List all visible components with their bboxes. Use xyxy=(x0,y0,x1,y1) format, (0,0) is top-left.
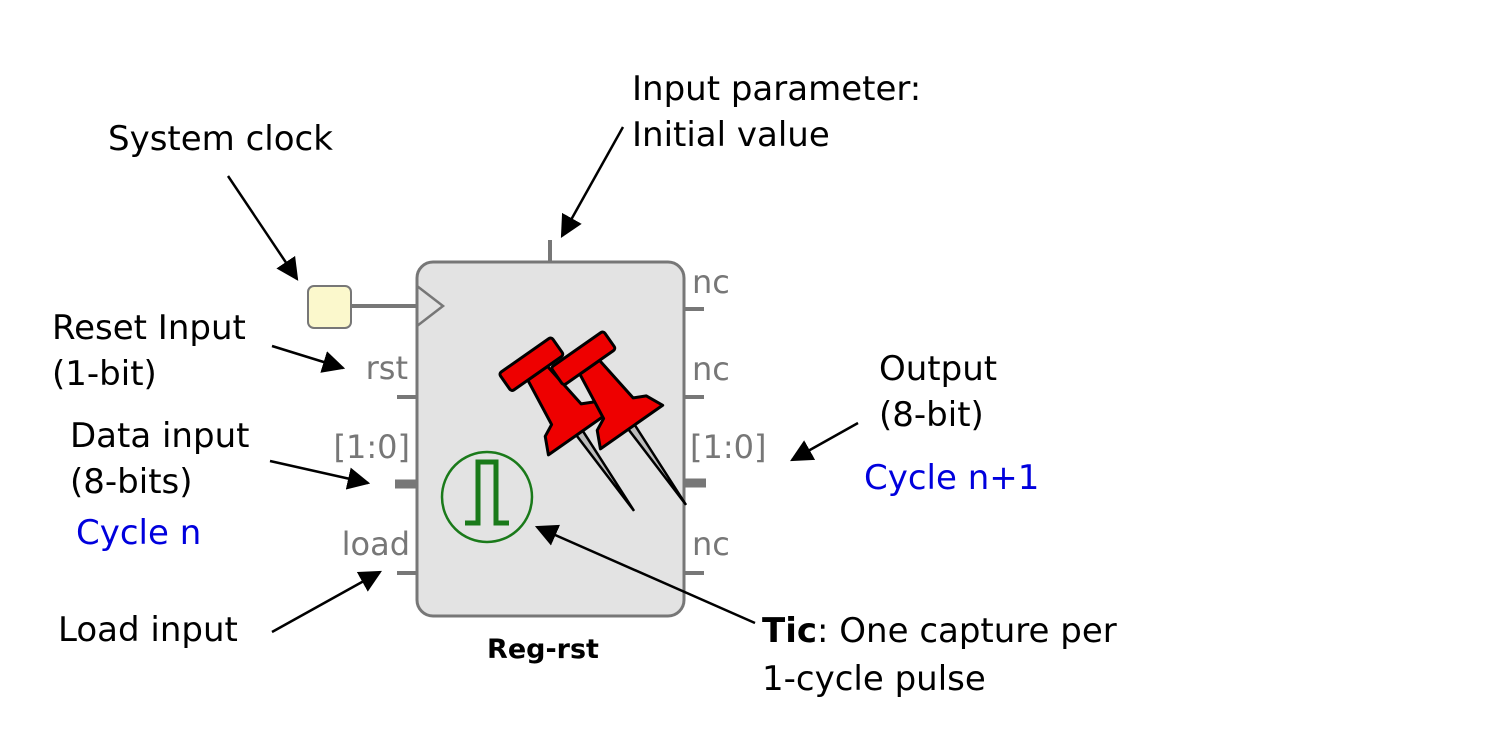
port-label-nc-3: nc xyxy=(692,525,730,563)
label-cycle-n-plus-1: Cycle n+1 xyxy=(864,458,1039,498)
port-label-data-out: [1:0] xyxy=(690,428,766,466)
pulse-icon xyxy=(440,450,534,544)
label-data-input: Data input xyxy=(70,416,249,456)
port-label-nc-2: nc xyxy=(692,350,730,388)
port-label-data-in: [1:0] xyxy=(334,428,410,466)
label-input-parameter: Input parameter: xyxy=(632,69,921,109)
label-initial-value: Initial value xyxy=(632,115,830,155)
label-tic-rest: : One capture per xyxy=(817,611,1117,651)
clock-input-triangle-icon xyxy=(416,285,446,327)
label-tic-line2: 1-cycle pulse xyxy=(762,659,986,699)
arrow-system-clock xyxy=(226,175,299,281)
label-tic-bold: Tic xyxy=(762,611,817,651)
arrow-tic xyxy=(534,524,756,625)
label-system-clock: System clock xyxy=(108,119,333,159)
label-reset-width: (1-bit) xyxy=(52,354,157,394)
arrow-input-parameter xyxy=(560,126,625,238)
label-output: Output xyxy=(879,349,997,389)
port-label-rst: rst xyxy=(366,349,408,387)
label-load-input: Load input xyxy=(58,610,238,650)
label-output-width: (8-bit) xyxy=(879,395,984,435)
pushpin-icon xyxy=(498,330,688,512)
label-data-width: (8-bits) xyxy=(70,462,193,502)
arrow-data-input xyxy=(269,459,371,490)
label-cycle-n: Cycle n xyxy=(76,513,201,553)
label-tic: Tic: One capture per xyxy=(762,611,1117,651)
arrow-output xyxy=(790,421,859,462)
port-label-nc-1: nc xyxy=(692,263,730,301)
label-reset-input: Reset Input xyxy=(52,308,246,348)
arrow-reset-input xyxy=(271,344,346,373)
block-name: Reg-rst xyxy=(487,634,599,665)
arrow-load-input xyxy=(271,570,382,634)
system-clock-source[interactable] xyxy=(307,285,352,329)
port-label-load: load xyxy=(342,525,410,563)
